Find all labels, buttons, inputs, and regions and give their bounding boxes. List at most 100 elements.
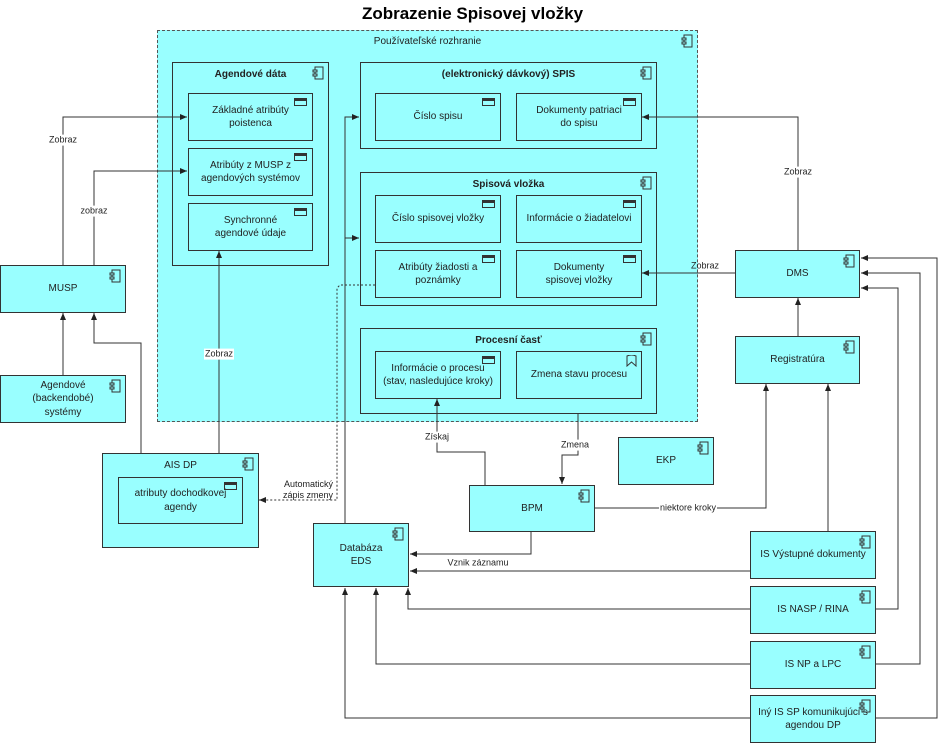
label-automaticky-zapis: Automatický zápis zmeny xyxy=(282,479,333,500)
databaza-eds-component[interactable]: Databáza EDS xyxy=(313,523,409,587)
group-title: Procesní časť xyxy=(475,335,542,346)
dokumenty-spisu-box[interactable]: Dokumenty patriaci do spisu xyxy=(516,93,642,141)
box-label: Registratúra xyxy=(770,354,825,366)
component-icon xyxy=(697,441,709,455)
component-icon xyxy=(109,269,121,283)
connector-np-db xyxy=(373,588,750,665)
element-icon xyxy=(482,200,495,208)
bpm-component[interactable]: BPM xyxy=(469,485,595,532)
zmena-stavu-box[interactable]: Zmena stavu procesu xyxy=(516,351,642,399)
label-vznik-zaznamu: Vznik záznamu xyxy=(447,557,509,568)
box-label: IS NP a LPC xyxy=(784,659,842,671)
connector-bpm-db xyxy=(410,532,532,557)
connector-db-spis xyxy=(344,114,359,523)
connector-musp-atributy xyxy=(93,168,187,265)
box-label: Dokumenty spisovej vložky xyxy=(545,261,613,287)
label-zobraz: Zobraz xyxy=(203,348,235,360)
connector-iny-db xyxy=(342,588,750,719)
connector-dotted-automaticky xyxy=(259,284,375,503)
label-zobraz: Zobraz xyxy=(47,134,79,146)
box-label: BPM xyxy=(521,502,543,514)
box-label: Informácie o procesu (stav, nasledujúce … xyxy=(383,362,493,388)
diagram-title: Zobrazenie Spisovej vložky xyxy=(361,4,584,23)
box-label: Atribúty žiadosti a poznámky xyxy=(398,261,478,287)
element-icon xyxy=(224,482,237,490)
event-icon xyxy=(626,355,637,367)
label-zobraz: Zobraz xyxy=(782,166,814,178)
box-label: Iný IS SP komunikujúci s agendou DP xyxy=(758,706,868,732)
element-icon xyxy=(482,356,495,364)
connector-nasp-db xyxy=(405,588,750,610)
box-label: Číslo spisovej vložky xyxy=(391,213,485,225)
box-label: Dokumenty patriaci do spisu xyxy=(536,104,622,130)
zakladne-atributy-box[interactable]: Základné atribúty poistenca xyxy=(188,93,313,141)
group-title: AIS DP xyxy=(164,460,197,471)
group-title: Spisová vložka xyxy=(472,179,545,190)
is-np-component[interactable]: IS NP a LPC xyxy=(750,641,876,689)
group-title: Agendové dáta xyxy=(214,69,287,80)
atributy-dochodkovej-box[interactable]: atributy dochodkovej agendy xyxy=(118,477,243,524)
box-label: Základné atribúty poistenca xyxy=(212,104,289,130)
connector-dms-dokumenty-spisu xyxy=(642,114,799,250)
synchronne-udaje-box[interactable]: Synchronné agendové údaje xyxy=(188,203,313,251)
box-label: Agendové (backendobé) systémy xyxy=(32,379,94,418)
box-label: atributy dochodkovej agendy xyxy=(134,488,227,513)
box-label: MUSP xyxy=(48,283,78,295)
info-ziadatel-box[interactable]: Informácie o žiadatelovi xyxy=(516,195,642,243)
component-icon xyxy=(843,254,855,268)
label-zmena: Zmena xyxy=(559,439,591,451)
box-label: DMS xyxy=(786,268,809,280)
box-label: IS Výstupné dokumenty xyxy=(760,549,866,561)
box-label: IS NASP / RINA xyxy=(777,604,849,616)
connector-bpm-info xyxy=(434,399,486,485)
label-zobraz: zobraz xyxy=(79,205,109,217)
iny-is-component[interactable]: Iný IS SP komunikujúci s agendou DP xyxy=(750,695,876,743)
component-icon xyxy=(681,34,693,48)
is-nasp-component[interactable]: IS NASP / RINA xyxy=(750,586,876,634)
box-label: Informácie o žiadatelovi xyxy=(526,213,632,225)
connector-iny-dms xyxy=(861,255,938,719)
label-niektore-kroky: niektore kroky xyxy=(658,502,718,514)
element-icon xyxy=(623,255,636,263)
component-icon xyxy=(843,340,855,354)
box-label: Synchronné agendové údaje xyxy=(214,214,287,240)
label-zobraz: Zobraz xyxy=(690,260,720,271)
dms-component[interactable]: DMS xyxy=(735,250,860,298)
atributy-musp-box[interactable]: Atribúty z MUSP z agendových systémov xyxy=(188,148,313,196)
cislo-vlozky-box[interactable]: Číslo spisovej vložky xyxy=(375,195,501,243)
cislo-spisu-box[interactable]: Číslo spisu xyxy=(375,93,501,141)
element-icon xyxy=(482,98,495,106)
is-vystupne-component[interactable]: IS Výstupné dokumenty xyxy=(750,531,876,579)
info-proces-box[interactable]: Informácie o procesu (stav, nasledujúce … xyxy=(375,351,501,399)
agendove-systemy-component[interactable]: Agendové (backendobé) systémy xyxy=(0,375,126,423)
connector-nasp-dms xyxy=(861,285,899,610)
connector-musp-zakladne xyxy=(62,114,187,265)
connector-bpm-registratura xyxy=(595,384,769,509)
component-icon xyxy=(640,66,652,80)
element-icon xyxy=(623,98,636,106)
component-icon xyxy=(312,66,324,80)
component-icon xyxy=(859,645,871,659)
ekp-component[interactable]: EKP xyxy=(618,437,714,485)
musp-component[interactable]: MUSP xyxy=(0,265,126,313)
element-icon xyxy=(623,200,636,208)
element-icon xyxy=(482,255,495,263)
box-label: Číslo spisu xyxy=(413,111,463,123)
connector-zmena-bpm xyxy=(559,414,579,484)
component-icon xyxy=(859,535,871,549)
group-title: (elektronický dávkový) SPIS xyxy=(441,69,576,80)
registratura-component[interactable]: Registratúra xyxy=(735,336,860,384)
box-label: Zmena stavu procesu xyxy=(530,369,628,381)
ui-container-label: Používateľské rozhranie xyxy=(373,36,482,47)
component-icon xyxy=(392,527,404,541)
component-icon xyxy=(640,176,652,190)
component-icon xyxy=(859,590,871,604)
component-icon xyxy=(640,332,652,346)
connector-aisdp-musp xyxy=(91,313,142,453)
dokumenty-vlozky-box[interactable]: Dokumenty spisovej vložky xyxy=(516,250,642,298)
component-icon xyxy=(242,457,254,471)
element-icon xyxy=(294,153,307,161)
atributy-ziadosti-box[interactable]: Atribúty žiadosti a poznámky xyxy=(375,250,501,298)
